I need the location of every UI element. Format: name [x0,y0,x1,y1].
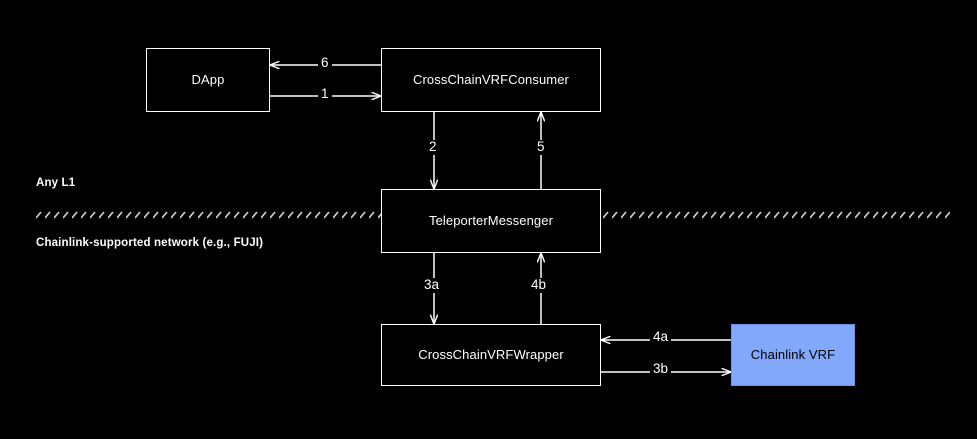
edge-label-3b: 3b [650,361,672,377]
edge-label-3a: 3a [421,277,443,293]
node-chainlink-vrf-label: Chainlink VRF [750,347,836,363]
edge-label-2: 2 [426,139,440,155]
node-dapp-label: DApp [191,72,225,88]
node-teleportermessenger[interactable]: TeleporterMessenger [381,189,601,253]
edge-label-4b: 4b [528,277,550,293]
edge-label-6: 6 [318,55,332,71]
edge-label-1: 1 [318,86,332,102]
node-teleportermessenger-label: TeleporterMessenger [428,213,554,229]
node-crosschainvrfconsumer-label: CrossChainVRFConsumer [413,72,569,88]
node-crosschainvrfwrapper[interactable]: CrossChainVRFWrapper [381,324,601,386]
zone-label-any-l1: Any L1 [36,177,76,189]
zone-label-chainlink-network: Chainlink-supported network (e.g., FUJI) [36,237,264,249]
node-chainlink-vrf[interactable]: Chainlink VRF [731,324,855,386]
node-crosschainvrfwrapper-label: CrossChainVRFWrapper [418,347,564,363]
node-dapp[interactable]: DApp [146,48,270,112]
edge-label-5: 5 [534,139,548,155]
node-crosschainvrfconsumer[interactable]: CrossChainVRFConsumer [381,48,601,112]
edge-label-4a: 4a [650,329,672,345]
